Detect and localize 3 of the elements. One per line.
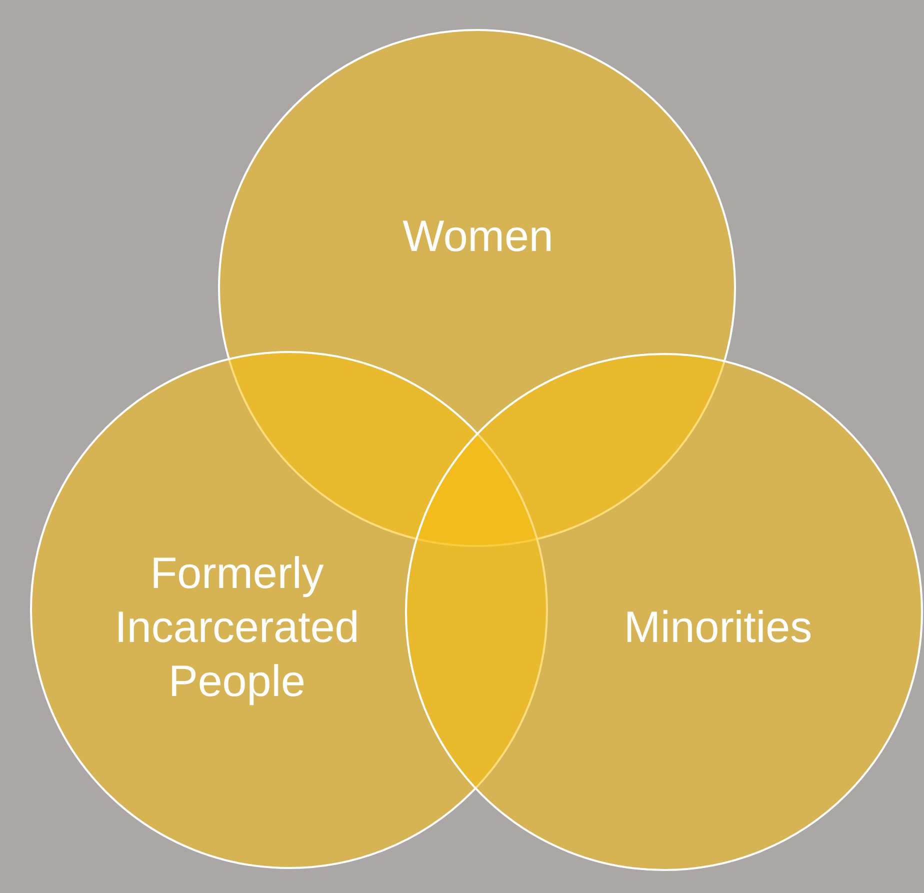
circle-label: Women [402,211,554,263]
circle-label: Formerly Incarcerated People [114,548,360,708]
circle-label: Minorities [622,602,814,654]
